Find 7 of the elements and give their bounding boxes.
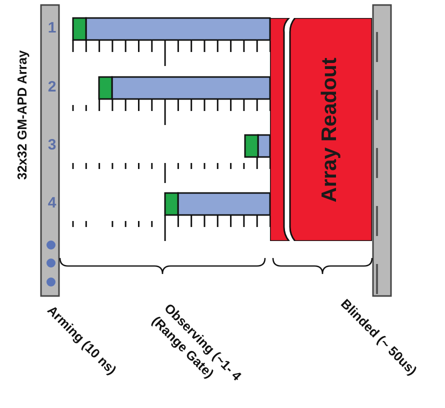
row-number: 1 bbox=[48, 20, 56, 36]
row-number: 2 bbox=[48, 80, 56, 94]
row-number: 4 bbox=[48, 196, 56, 210]
readout-block bbox=[270, 18, 372, 241]
axis-title: 32x32 GM-APD Array bbox=[16, 50, 28, 180]
row-number: 3 bbox=[48, 138, 56, 152]
readout-label: Array Readout bbox=[318, 57, 342, 202]
